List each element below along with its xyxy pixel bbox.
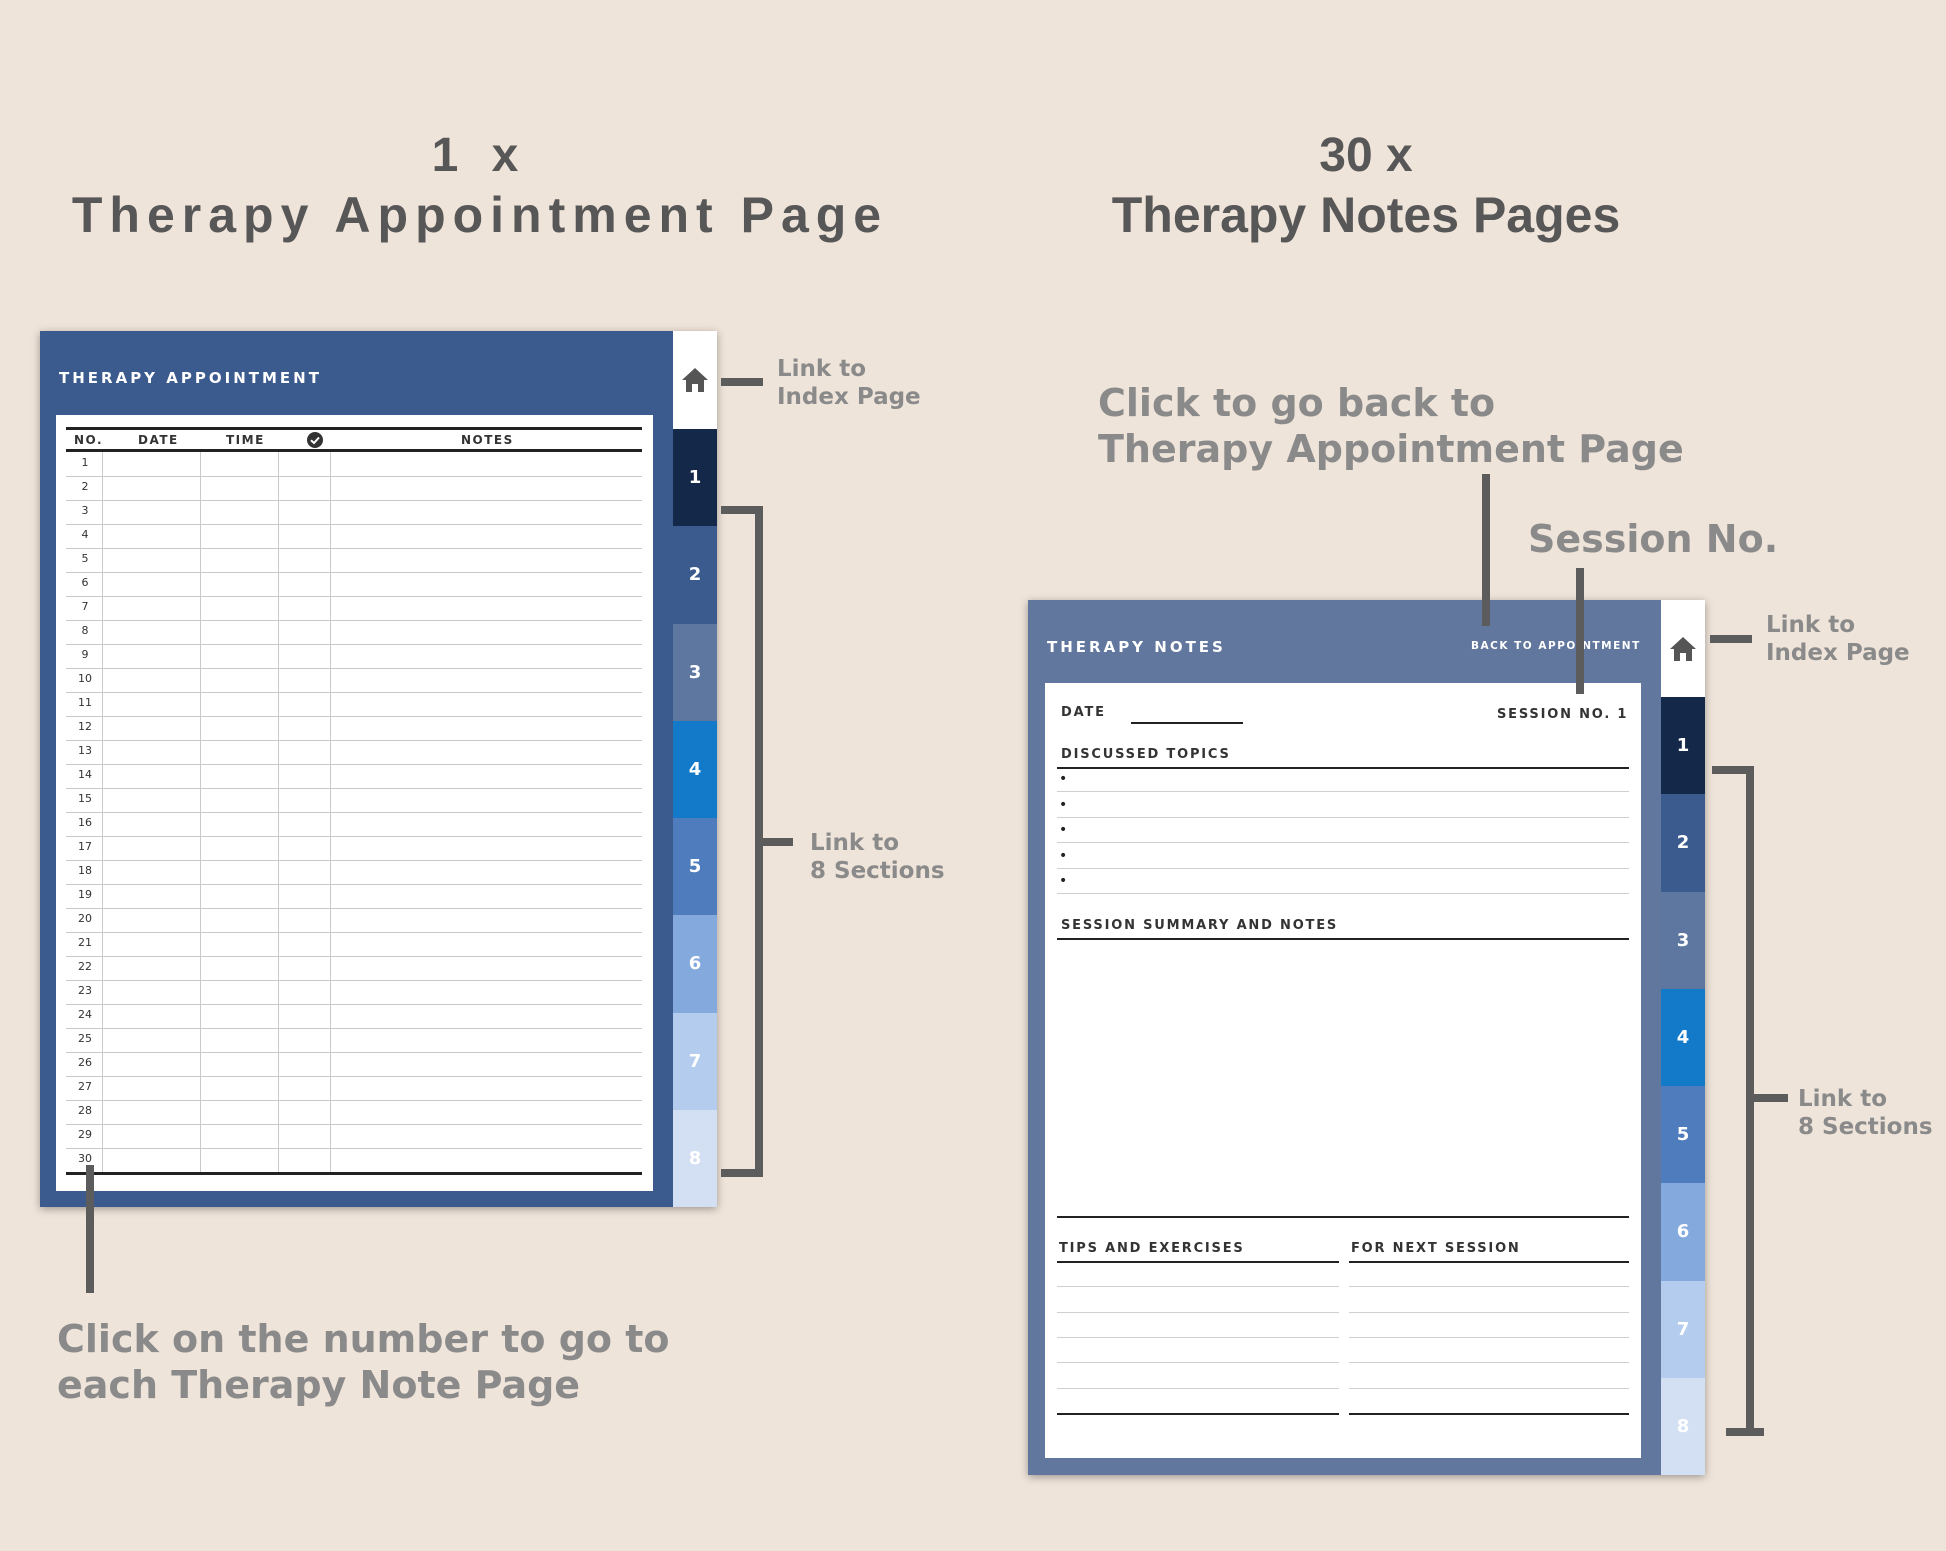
session-number-link[interactable]: 15 [78,792,92,805]
section-tab-1[interactable]: 1 [1661,697,1705,795]
page-title: THERAPY APPOINTMENT [59,369,322,387]
tips-exercises-label: TIPS AND EXERCISES [1059,1241,1245,1256]
session-number-link[interactable]: 26 [78,1056,92,1069]
check-circle-icon [307,432,323,452]
topic-bullet[interactable]: • [1059,796,1068,813]
session-number-link[interactable]: 3 [81,504,89,517]
session-summary-area[interactable] [1057,941,1629,1216]
session-number-link[interactable]: 27 [78,1080,92,1093]
section-tab-3[interactable]: 3 [673,623,717,721]
session-number-link[interactable]: 19 [78,888,92,901]
session-number-link[interactable]: 21 [78,936,92,949]
home-icon [1670,636,1696,661]
section-tab-4[interactable]: 4 [1661,988,1705,1086]
session-number-link[interactable]: 14 [78,768,92,781]
session-number-link[interactable]: 8 [81,624,89,637]
session-number-link[interactable]: 30 [78,1152,92,1165]
column-header-date: DATE [138,433,179,447]
session-number-link[interactable]: 29 [78,1128,92,1141]
section-tab-4[interactable]: 4 [673,720,717,818]
column-header-no: NO. [74,433,104,447]
topic-bullet[interactable]: • [1059,873,1068,889]
section-tab-2[interactable]: 2 [673,526,717,624]
column-header-notes: NOTES [461,433,514,447]
session-number-link[interactable]: 11 [78,696,92,709]
session-number-link[interactable]: 25 [78,1032,92,1045]
session-number-link[interactable]: 20 [78,912,92,925]
right-heading-count: 30 x [1319,129,1413,182]
session-number-link[interactable]: 18 [78,864,92,877]
session-number-link[interactable]: 2 [81,480,89,493]
section-tab-3[interactable]: 3 [1661,891,1705,989]
page-title: THERAPY NOTES [1047,638,1226,656]
topic-bullet[interactable]: • [1059,822,1068,838]
session-number-link[interactable]: 13 [78,744,92,757]
session-number-link[interactable]: 10 [78,672,92,685]
session-number-link[interactable]: 7 [81,600,89,613]
section-tab-5[interactable]: 5 [1661,1086,1705,1184]
topic-bullet[interactable]: • [1059,847,1068,864]
for-next-session-label: FOR NEXT SESSION [1351,1241,1521,1256]
section-tab-6[interactable]: 6 [673,915,717,1013]
session-number-link[interactable]: 9 [81,648,89,661]
back-to-appointment-link[interactable]: BACK TO APPOINTMENT [1471,640,1641,652]
section-tab-6[interactable]: 6 [1661,1183,1705,1281]
session-number-link[interactable]: 6 [81,576,89,589]
appointment-page: THERAPY APPOINTMENT NO. DATE TIME NOTES … [40,331,717,1207]
session-number-link[interactable]: 16 [78,816,92,829]
home-tab[interactable] [673,331,717,429]
right-heading-title: Therapy Notes Pages [1111,187,1621,243]
session-number-link[interactable]: 24 [78,1008,92,1021]
session-summary-label: SESSION SUMMARY AND NOTES [1061,918,1339,933]
session-number-link[interactable]: 4 [81,528,89,541]
notes-page: THERAPY NOTES BACK TO APPOINTMENT DATE S… [1028,600,1705,1475]
topic-bullet[interactable]: • [1059,771,1068,787]
section-tab-8[interactable]: 8 [1661,1377,1705,1475]
session-number-link[interactable]: 23 [78,984,92,997]
session-number-link[interactable]: 17 [78,840,92,853]
section-tab-8[interactable]: 8 [673,1109,717,1207]
home-icon [682,368,708,392]
date-field[interactable] [1131,722,1243,724]
section-tab-5[interactable]: 5 [673,818,717,916]
section-tab-1[interactable]: 1 [673,429,717,527]
left-heading-count: 1 x [431,129,529,182]
section-tab-7[interactable]: 7 [1661,1280,1705,1378]
left-heading-title: Therapy Appointment Page [71,187,889,243]
callout-session-no: Session No. [1528,517,1779,561]
session-number-link[interactable]: 1 [81,456,89,469]
session-number-link[interactable]: 22 [78,960,92,973]
notes-sheet: DATE SESSION NO. 1 DISCUSSED TOPICS • • • •… [1045,683,1641,1458]
session-number: SESSION NO. 1 [1497,707,1629,722]
column-header-time: TIME [226,433,265,447]
home-tab[interactable] [1661,600,1705,697]
section-tab-7[interactable]: 7 [673,1012,717,1110]
discussed-topics-label: DISCUSSED TOPICS [1061,747,1231,762]
session-number-link[interactable]: 12 [78,720,92,733]
session-number-link[interactable]: 5 [81,552,89,565]
date-label: DATE [1061,705,1106,720]
section-tab-2[interactable]: 2 [1661,794,1705,892]
session-number-link[interactable]: 28 [78,1104,92,1117]
